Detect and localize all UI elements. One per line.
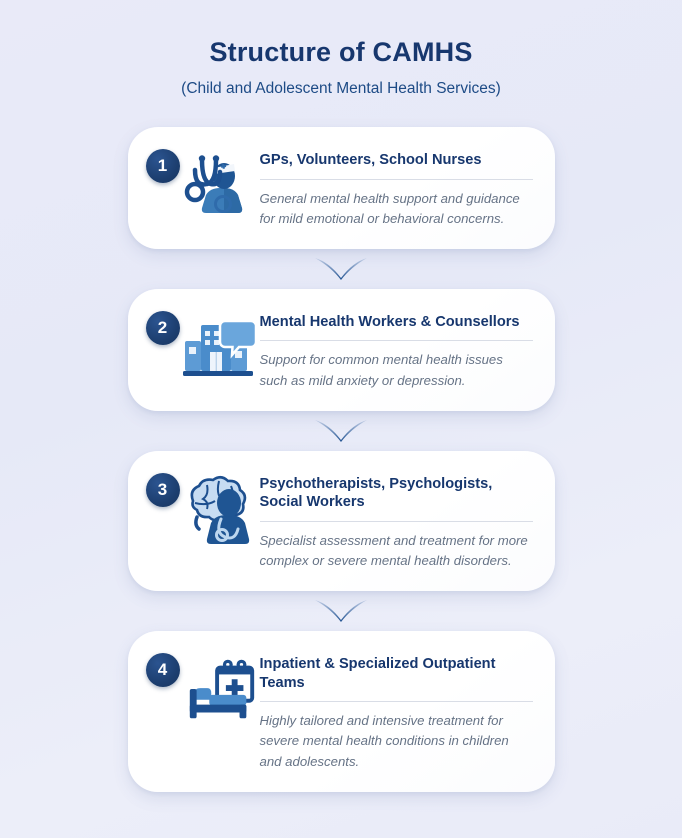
tier-number-badge-4: 4 bbox=[145, 653, 180, 688]
tier-description-3: Specialist assessment and treatment for … bbox=[259, 532, 528, 568]
title-divider-4 bbox=[259, 701, 533, 703]
tier-card-4[interactable]: 4 bbox=[127, 631, 555, 792]
stethoscope-nurse-icon bbox=[182, 147, 260, 227]
title-divider-2 bbox=[259, 340, 533, 342]
tier-card-2[interactable]: 2 bbox=[127, 288, 555, 411]
tier-title-1: GPs, Volunteers, School Nurses bbox=[259, 151, 482, 168]
tier-content-1: GPs, Volunteers, School Nurses General m… bbox=[259, 145, 533, 229]
brain-person-icon bbox=[182, 471, 260, 551]
title-divider-3 bbox=[259, 520, 533, 522]
connector-chevron-2 bbox=[0, 411, 682, 451]
tier-description-1: General mental health support and guidan… bbox=[259, 190, 520, 226]
header: Structure of CAMHS (Child and Adolescent… bbox=[0, 0, 682, 99]
tier-flow: 1 bbox=[0, 126, 682, 792]
tier-content-2: Mental Health Workers & Counsellors Supp… bbox=[259, 307, 533, 391]
tier-card-1[interactable]: 1 bbox=[127, 126, 555, 249]
title-divider-1 bbox=[259, 178, 533, 180]
hospital-bed-cross-icon bbox=[182, 651, 260, 731]
tier-title-3: Psychotherapists, Psychologists, Social … bbox=[259, 475, 493, 511]
connector-chevron-3 bbox=[0, 591, 682, 631]
tier-content-3: Psychotherapists, Psychologists, Social … bbox=[259, 469, 533, 571]
tier-content-4: Inpatient & Specialized Outpatient Teams… bbox=[259, 649, 533, 772]
tier-description-2: Support for common mental health issues … bbox=[259, 352, 503, 388]
tier-number-badge-3: 3 bbox=[145, 472, 180, 507]
tier-description-4: Highly tailored and intensive treatment … bbox=[259, 713, 509, 769]
tier-title-4: Inpatient & Specialized Outpatient Teams bbox=[259, 656, 496, 691]
page-title: Structure of CAMHS bbox=[209, 37, 473, 67]
page-subtitle: (Child and Adolescent Mental Health Serv… bbox=[181, 80, 501, 98]
clinic-building-speech-icon bbox=[182, 309, 260, 389]
connector-chevron-1 bbox=[0, 249, 682, 289]
tier-title-2: Mental Health Workers & Counsellors bbox=[259, 313, 520, 330]
tier-card-3[interactable]: 3 bbox=[127, 450, 555, 592]
tier-number-badge-2: 2 bbox=[145, 310, 180, 345]
tier-number-badge-1: 1 bbox=[145, 148, 180, 183]
